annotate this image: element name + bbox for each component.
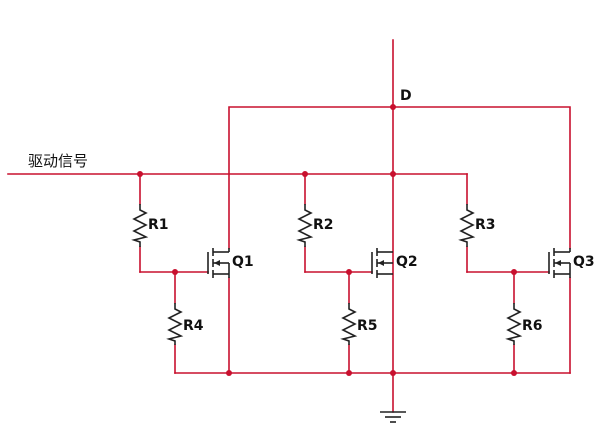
n-mosfet-q2-icon [371, 248, 393, 278]
junction-dot [172, 269, 178, 275]
junction-dot [226, 370, 232, 376]
r1-label: R1 [148, 217, 169, 233]
r3-label: R3 [475, 217, 496, 233]
q2-label: Q2 [396, 254, 418, 270]
drain-label: D [400, 88, 412, 104]
q3-label: Q3 [573, 254, 595, 270]
drain-bus-wire [228, 106, 571, 249]
junction-dot [302, 171, 308, 177]
resistor-r1-icon [131, 204, 149, 247]
junction-dot [511, 370, 517, 376]
junction-dot [511, 269, 517, 275]
resistor-r5-icon [340, 303, 358, 345]
q1-label: Q1 [232, 254, 254, 270]
junction-dot [346, 269, 352, 275]
n-mosfet-q1-icon [207, 248, 230, 278]
junction-dot [390, 171, 396, 177]
drive-signal-label: 驱动信号 [28, 152, 88, 170]
r4-label: R4 [183, 318, 204, 334]
labels: 驱动信号 D R1 R2 R3 Q1 Q2 Q3 R4 R5 R6 [28, 88, 595, 334]
n-mosfet-q3-icon [548, 248, 571, 278]
resistor-icon [131, 204, 523, 345]
r5-label: R5 [357, 318, 378, 334]
r2-label: R2 [313, 217, 334, 233]
junction-dots [137, 104, 517, 376]
junction-dot [390, 104, 396, 110]
junction-dot [390, 370, 396, 376]
ground-icon [380, 411, 406, 423]
r6-label: R6 [522, 318, 543, 334]
junction-dot [137, 171, 143, 177]
resistor-r6-icon [505, 303, 523, 345]
resistor-r3-icon [458, 204, 476, 247]
resistor-r4-icon [166, 303, 184, 345]
junction-dot [346, 370, 352, 376]
wires [7, 39, 571, 413]
resistor-r2-icon [296, 204, 314, 247]
